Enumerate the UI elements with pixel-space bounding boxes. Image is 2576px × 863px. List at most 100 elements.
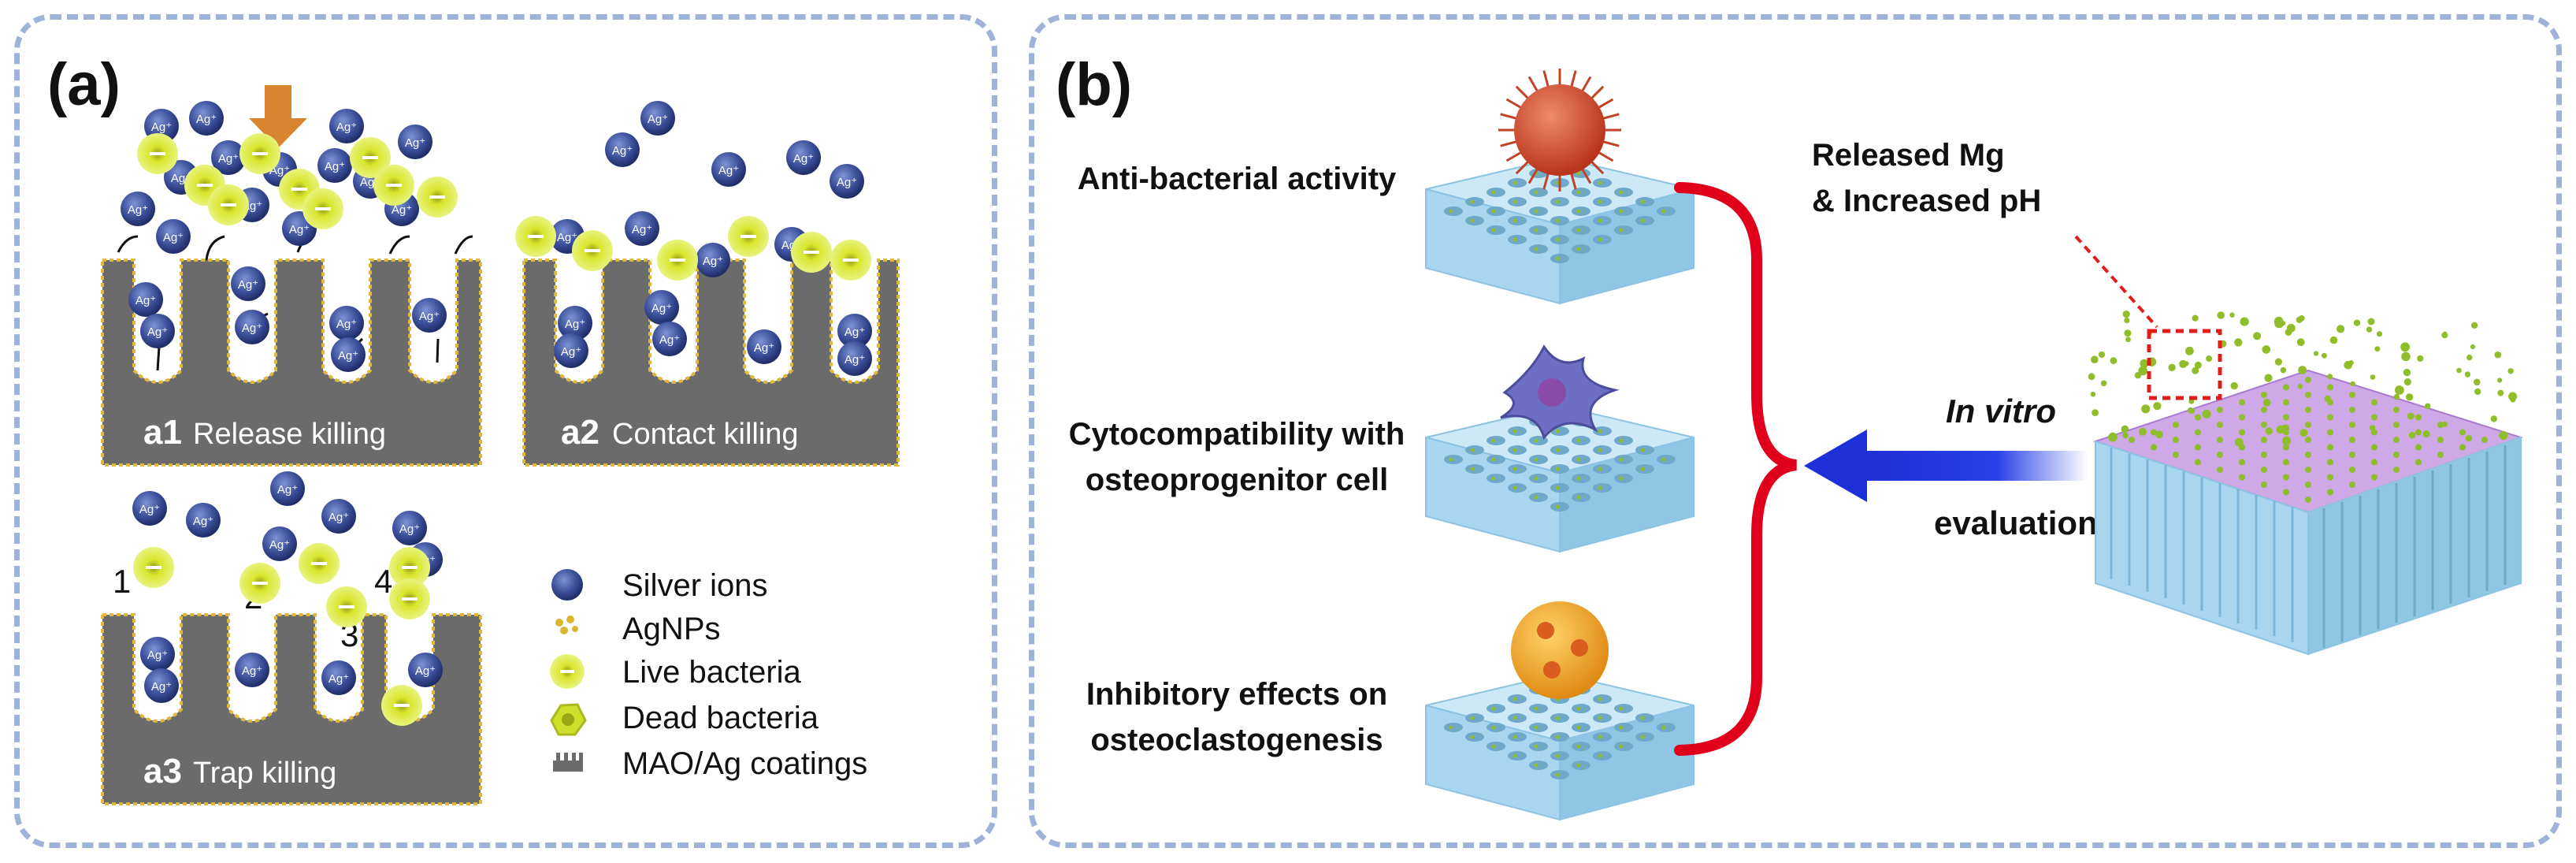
svg-text:a3: a3	[143, 752, 182, 790]
panel-a-graphics: a1 Release killing a2 Contact killing a3…	[101, 85, 900, 805]
svg-text:Ag⁺: Ag⁺	[139, 503, 160, 516]
mg-particle	[2467, 354, 2473, 361]
svg-text:Ag⁺: Ag⁺	[844, 353, 865, 366]
silver-ion-icon: Ag⁺	[331, 337, 366, 372]
panel-b-label: (b)	[1056, 51, 1133, 118]
svg-text:Ag⁺: Ag⁺	[844, 325, 865, 339]
mg-particle	[2297, 384, 2303, 389]
mg-particle	[2401, 352, 2411, 362]
mg-particle	[2230, 381, 2238, 390]
svg-text:Ag⁺: Ag⁺	[147, 649, 168, 662]
silver-ion-icon: Ag⁺	[235, 310, 269, 344]
mg-particle	[2393, 393, 2400, 400]
mg-particle	[2184, 361, 2189, 366]
mg-particle-group	[2088, 311, 2518, 447]
svg-text:Ag⁺: Ag⁺	[405, 136, 425, 150]
svg-text:1: 1	[113, 563, 131, 600]
mg-particle	[2403, 378, 2411, 386]
mg-particle	[2350, 381, 2355, 387]
svg-text:a2: a2	[561, 413, 599, 452]
svg-text:Ag⁺: Ag⁺	[147, 325, 168, 339]
silver-ion-icon: Ag⁺	[329, 109, 364, 143]
svg-text:Ag⁺: Ag⁺	[151, 680, 172, 694]
mg-particle	[2374, 346, 2381, 352]
svg-text:Ag⁺: Ag⁺	[565, 318, 585, 331]
evaluation-label-cytocompatibility: Cytocompatibility with osteoprogenitor c…	[1068, 417, 1405, 497]
silver-ion-icon: Ag⁺	[652, 322, 687, 356]
live-bacteria-icon	[299, 543, 340, 584]
svg-text:Ag⁺: Ag⁺	[419, 310, 440, 323]
svg-text:Ag⁺: Ag⁺	[135, 294, 156, 307]
svg-text:Ag⁺: Ag⁺	[163, 231, 184, 244]
mg-particle	[2124, 329, 2132, 337]
mg-particle	[2422, 430, 2430, 438]
release-note: Released Mg & Increased pH	[1812, 138, 2042, 218]
svg-text:Ag⁺: Ag⁺	[336, 121, 357, 134]
in-vitro-arrow-icon	[1804, 430, 2088, 502]
silver-ion-icon: Ag⁺	[837, 314, 872, 348]
mg-particle	[2494, 351, 2502, 359]
silver-ion-icon: Ag⁺	[696, 243, 730, 277]
silver-ion-icon: Ag⁺	[317, 148, 352, 183]
panel-a-label: (a)	[47, 51, 121, 118]
live-bacteria-icon	[728, 216, 769, 257]
mg-particle	[2121, 425, 2129, 433]
mg-particle	[2296, 316, 2303, 323]
mg-particle	[2281, 436, 2292, 446]
silver-ion-icon: Ag⁺	[270, 471, 305, 506]
svg-text:Ag⁺: Ag⁺	[238, 278, 258, 292]
silver-ion-icon: Ag⁺	[837, 341, 872, 376]
mg-particle	[2376, 331, 2383, 337]
mg-particle	[2441, 332, 2448, 339]
mg-particle	[2470, 322, 2478, 329]
legend-label: MAO/Ag coatings	[622, 746, 867, 781]
mao-ag-coating-icon	[553, 753, 583, 772]
mg-particle	[2313, 351, 2319, 356]
svg-text:Ag⁺: Ag⁺	[328, 511, 349, 524]
mg-particle	[2497, 378, 2503, 383]
live-bacteria-icon	[303, 188, 343, 229]
mg-particle	[2296, 338, 2305, 346]
osteoclast-icon	[1511, 601, 1609, 699]
silver-ion-icon: Ag⁺	[605, 132, 640, 167]
svg-text:Ag⁺: Ag⁺	[632, 223, 652, 236]
live-bacteria-icon	[515, 216, 556, 257]
mg-particle	[2088, 373, 2095, 381]
mg-particle	[2280, 366, 2287, 374]
mg-particle	[2366, 326, 2373, 333]
evaluation-label-antibacterial: Anti-bacterial activity	[1077, 162, 1397, 196]
svg-text:Ag⁺: Ag⁺	[328, 672, 349, 686]
silver-ion-icon: Ag⁺	[321, 499, 356, 534]
osteoprogenitor-cell-icon	[1500, 344, 1620, 441]
mg-particle	[2474, 378, 2481, 386]
silver-ion-icon: Ag⁺	[156, 219, 191, 254]
mg-particle	[2122, 311, 2130, 318]
silver-ion-icon: Ag⁺	[231, 266, 265, 301]
mg-particle	[2321, 352, 2327, 359]
mg-particle	[2424, 403, 2431, 410]
scaffold-cytocompatibility	[1425, 404, 1694, 553]
mg-particle	[2206, 355, 2213, 362]
mg-particle	[2499, 431, 2508, 441]
incoming-arrow-icon	[249, 85, 307, 148]
silver-ion-icon: Ag⁺	[128, 282, 163, 317]
silver-ion-icon: Ag⁺	[786, 140, 821, 175]
live-bacteria-icon	[208, 184, 249, 225]
mg-particle	[2276, 425, 2285, 434]
curly-brace	[1674, 182, 1798, 756]
silver-ion-icon: Ag⁺	[121, 192, 155, 226]
live-bacteria-icon	[657, 240, 698, 281]
silver-ion-icon: Ag⁺	[554, 333, 588, 368]
svg-text:Ag⁺: Ag⁺	[242, 664, 262, 678]
mg-particle	[2202, 409, 2211, 418]
live-bacteria-icon	[373, 165, 414, 206]
mg-particle	[2262, 398, 2271, 407]
live-bacteria-icon	[133, 547, 174, 588]
mg-particle	[2299, 429, 2308, 437]
mg-particle	[2125, 337, 2131, 343]
mg-particle	[2100, 380, 2107, 387]
silver-ion-icon: Ag⁺	[132, 491, 167, 526]
mg-particle	[2337, 325, 2345, 333]
silver-ion-icon: Ag⁺	[189, 101, 224, 136]
mg-particle	[2098, 351, 2106, 359]
